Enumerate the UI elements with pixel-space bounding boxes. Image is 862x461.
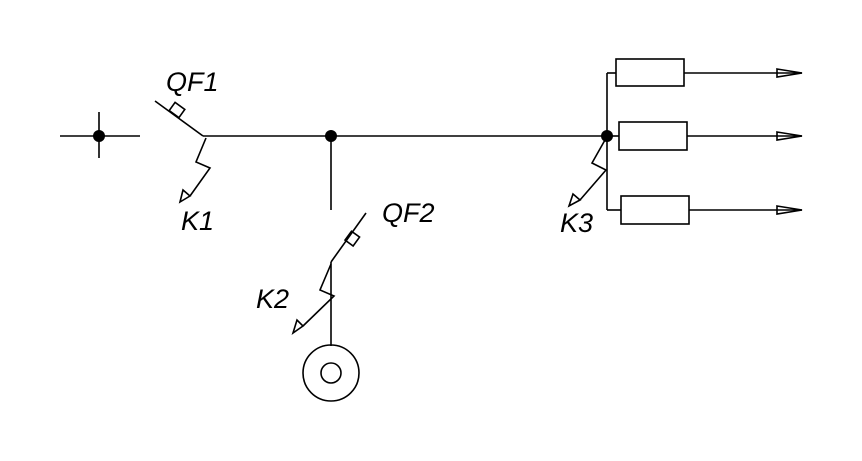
breaker-qf1-symbol <box>154 100 204 137</box>
fault-k2-arrow <box>291 263 336 335</box>
source-node <box>60 112 140 158</box>
breaker-qf2-symbol <box>330 212 367 263</box>
breaker-qf1-label: QF1 <box>166 67 219 97</box>
load-feeder-2 <box>607 121 803 151</box>
load-feeder-1 <box>607 58 803 87</box>
fault-k3-arrow <box>567 139 608 208</box>
fault-k2-label: K2 <box>256 284 289 314</box>
fault-k1-label: K1 <box>181 206 214 236</box>
breaker-qf2-label: QF2 <box>382 198 435 228</box>
fault-k1-arrow <box>178 137 212 204</box>
generator-symbol <box>302 344 360 402</box>
load-feeder-3 <box>607 195 803 225</box>
fault-k3-label: K3 <box>560 208 593 238</box>
